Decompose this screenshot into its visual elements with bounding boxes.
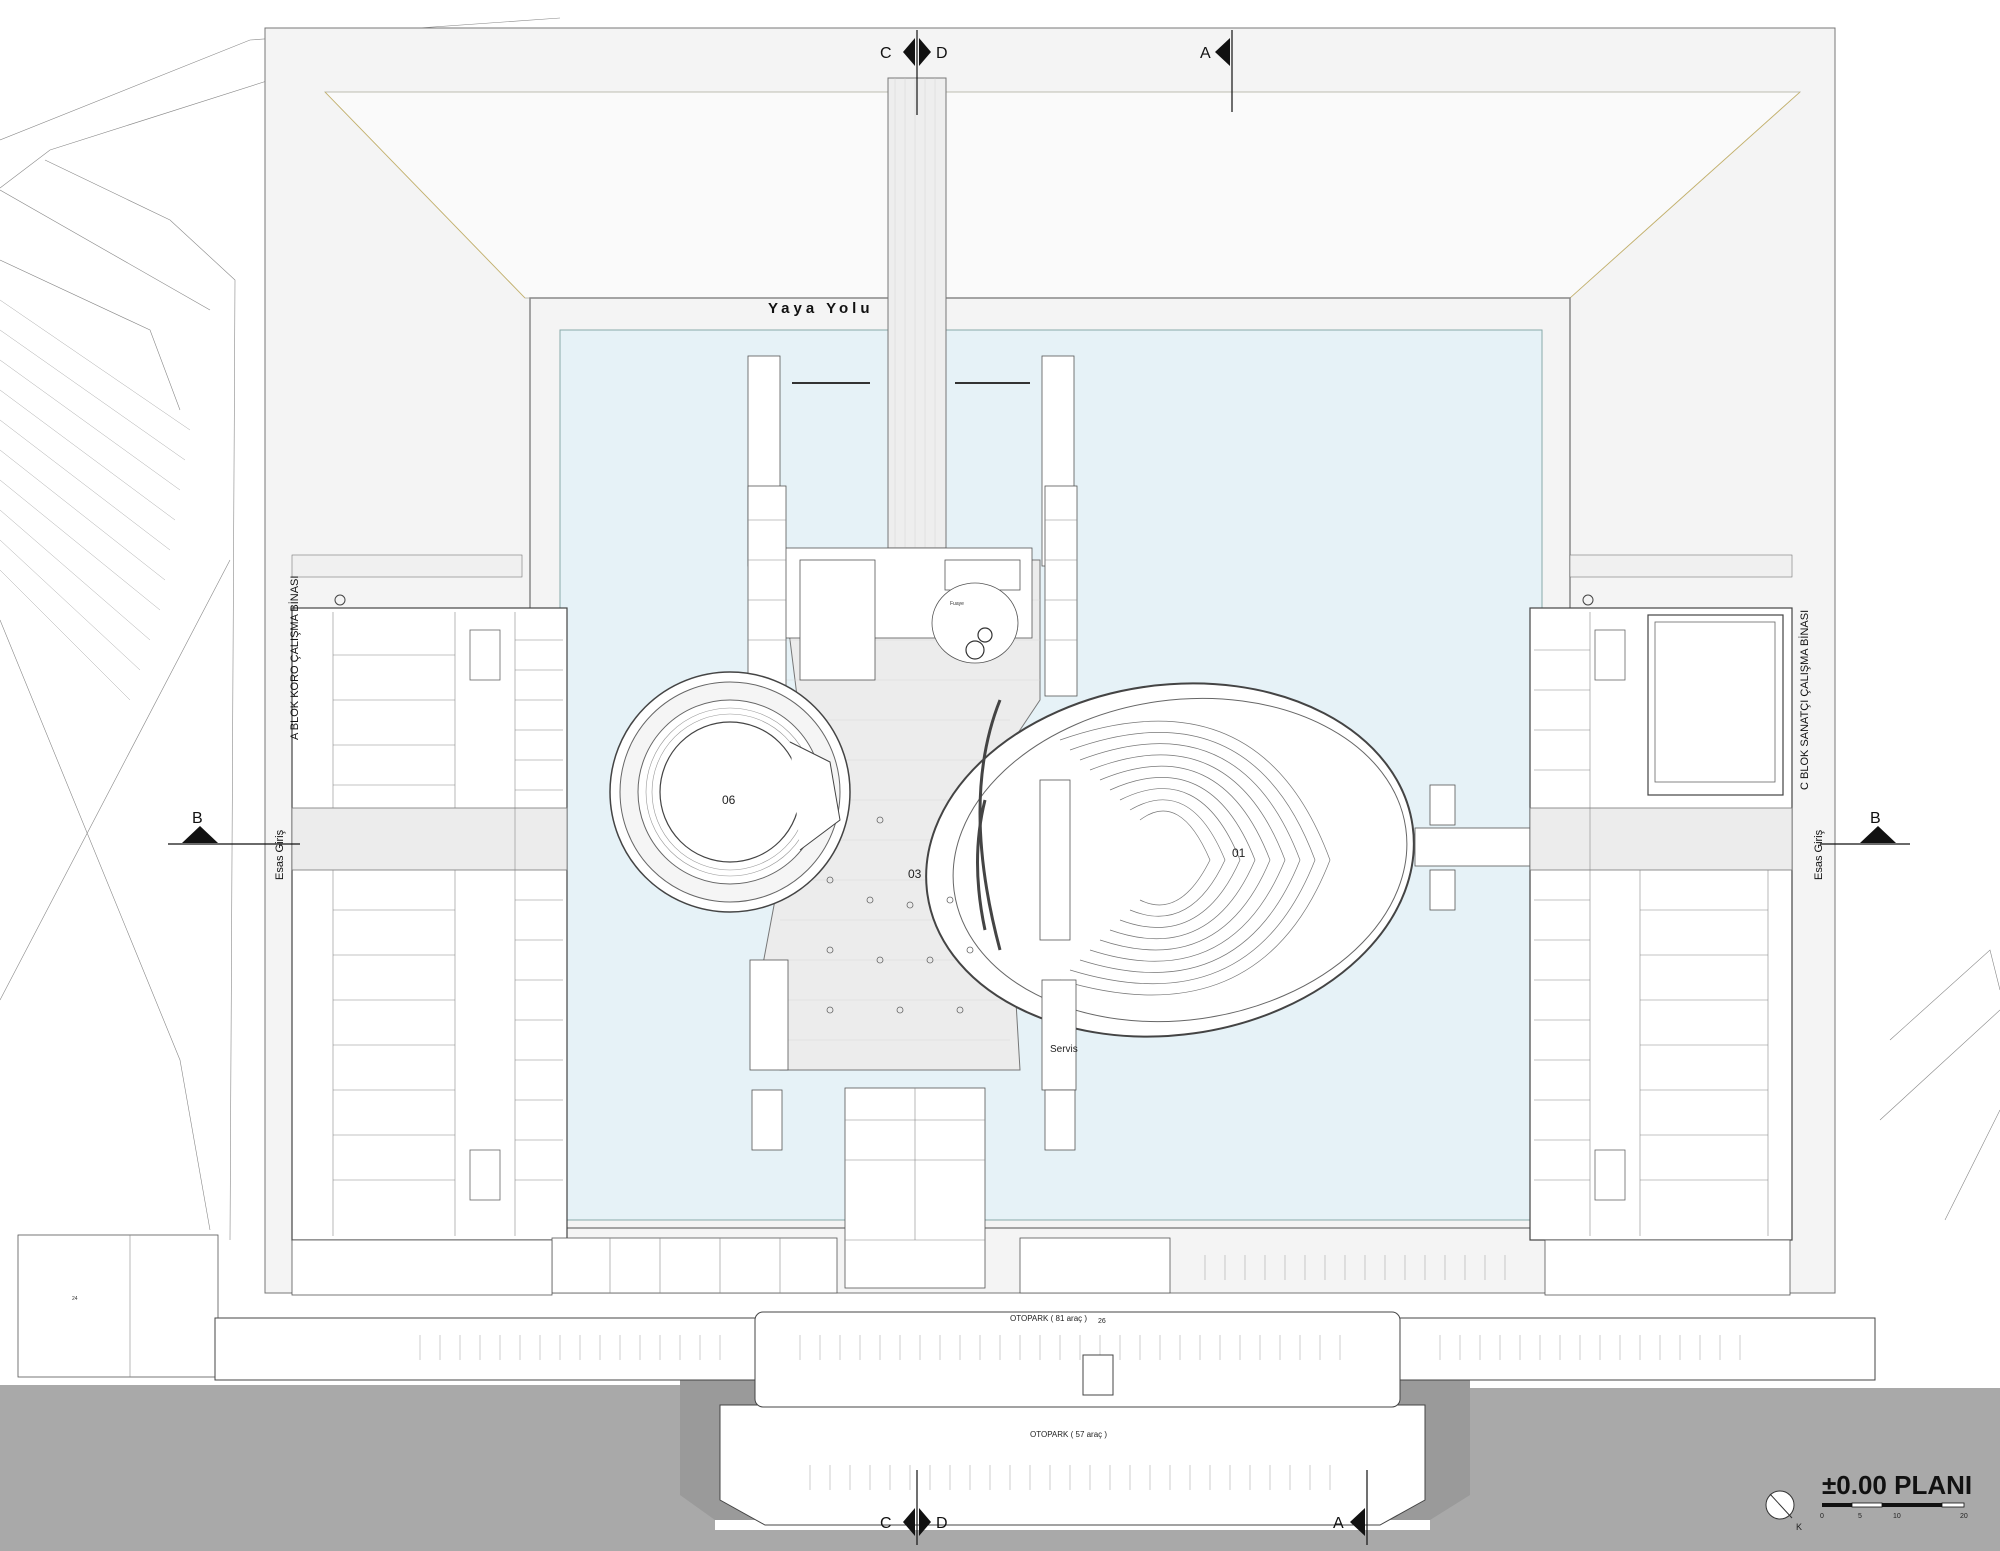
entrance-label-east: Esas Giriş [1813, 829, 1825, 880]
block-a-terrace [291, 554, 523, 578]
parking-stalls-upper [419, 1335, 1741, 1360]
plan-title: ±0.00 PLANI [1822, 1470, 1972, 1500]
svg-text:A: A [1200, 45, 1211, 62]
svg-text:5: 5 [1858, 1513, 1862, 1520]
svg-text:A: A [1333, 1515, 1344, 1532]
svg-text:0: 0 [1820, 1513, 1824, 1520]
upper-foyer-left [799, 559, 876, 681]
south-left-wing [749, 959, 789, 1071]
section-marker-cd-top: C D [880, 30, 948, 115]
north-label: K [1796, 1522, 1802, 1532]
main-hall-inner [952, 697, 1408, 1023]
right-service-wing [1044, 485, 1078, 697]
section-marker-b-right: B [1820, 810, 1910, 845]
block-c [1529, 607, 1793, 1241]
parking-lower-zone [719, 1404, 1426, 1526]
parking-stalls-lower [809, 1465, 1331, 1490]
svg-text:Fuaye: Fuaye [950, 601, 964, 607]
svg-text:D: D [936, 1515, 948, 1532]
parking-upper-label: OTOPARK ( 81 araç ) [1010, 1314, 1087, 1323]
round-hall-stage [659, 721, 801, 863]
left-service-wing [747, 485, 787, 697]
parking-central-ramp [754, 1311, 1401, 1408]
round-hall-number: 06 [722, 793, 736, 807]
section-marker-d-top: D [936, 45, 948, 62]
foyer-number: 03 [908, 867, 922, 881]
block-c-terrace [1569, 554, 1793, 578]
parking-lower-label: OTOPARK ( 57 araç ) [1030, 1430, 1107, 1439]
svg-text:B: B [1870, 810, 1881, 827]
main-hall-stage [1039, 779, 1071, 941]
walkway-north [887, 77, 947, 549]
block-a [291, 607, 568, 1241]
upper-lawn [324, 91, 1802, 299]
svg-text:C: C [880, 1515, 892, 1532]
section-marker-cd-bottom: C D [880, 1470, 948, 1545]
entrance-label-west: Esas Giriş [274, 829, 286, 880]
main-hall-number: 01 [1232, 846, 1246, 860]
block-c-label: C BLOK SANATÇI ÇALIŞMA BİNASI [1798, 610, 1811, 790]
section-marker-a-bottom: A [1333, 1470, 1368, 1545]
svg-text:B: B [192, 810, 203, 827]
west-annex [17, 1234, 219, 1378]
section-marker-a-top: A [1200, 30, 1233, 112]
south-east-corner [1544, 1239, 1791, 1296]
section-marker-c-top: C [880, 45, 892, 62]
section-marker-b-left: B [168, 810, 300, 845]
east-bridge-stair-top [1429, 784, 1456, 826]
parking-stalls-site [1204, 1255, 1506, 1280]
service-label: Servis [1050, 1044, 1078, 1055]
north-arrow-icon: K [1765, 1490, 1802, 1532]
block-a-label: A BLOK KORO ÇALIŞMA BİNASI [288, 576, 301, 740]
svg-text:10: 10 [1893, 1513, 1901, 1520]
parking-core [1082, 1354, 1114, 1396]
south-left-slab [751, 1089, 783, 1151]
south-right-slab [1044, 1089, 1076, 1151]
south-west-corner [291, 1239, 553, 1296]
parking-number: 26 [1098, 1318, 1106, 1325]
east-bridge-stair-bottom [1429, 869, 1456, 911]
site-context-left [0, 17, 2000, 1241]
ground-fill [0, 1385, 2000, 1551]
svg-text:20: 20 [1960, 1513, 1968, 1520]
south-right-wing [1041, 979, 1077, 1091]
scale-bar: 0 5 10 20 [1820, 1502, 1968, 1520]
walkway-label: Yaya Yolu [768, 300, 874, 317]
south-service-row-right [1019, 1237, 1171, 1294]
west-annex-number: 24 [72, 1296, 78, 1302]
south-service-row-left [551, 1237, 838, 1294]
lift-lobby-oval [931, 582, 1019, 664]
main-hall-seating [1059, 720, 1331, 996]
foyer-columns [826, 816, 974, 1014]
